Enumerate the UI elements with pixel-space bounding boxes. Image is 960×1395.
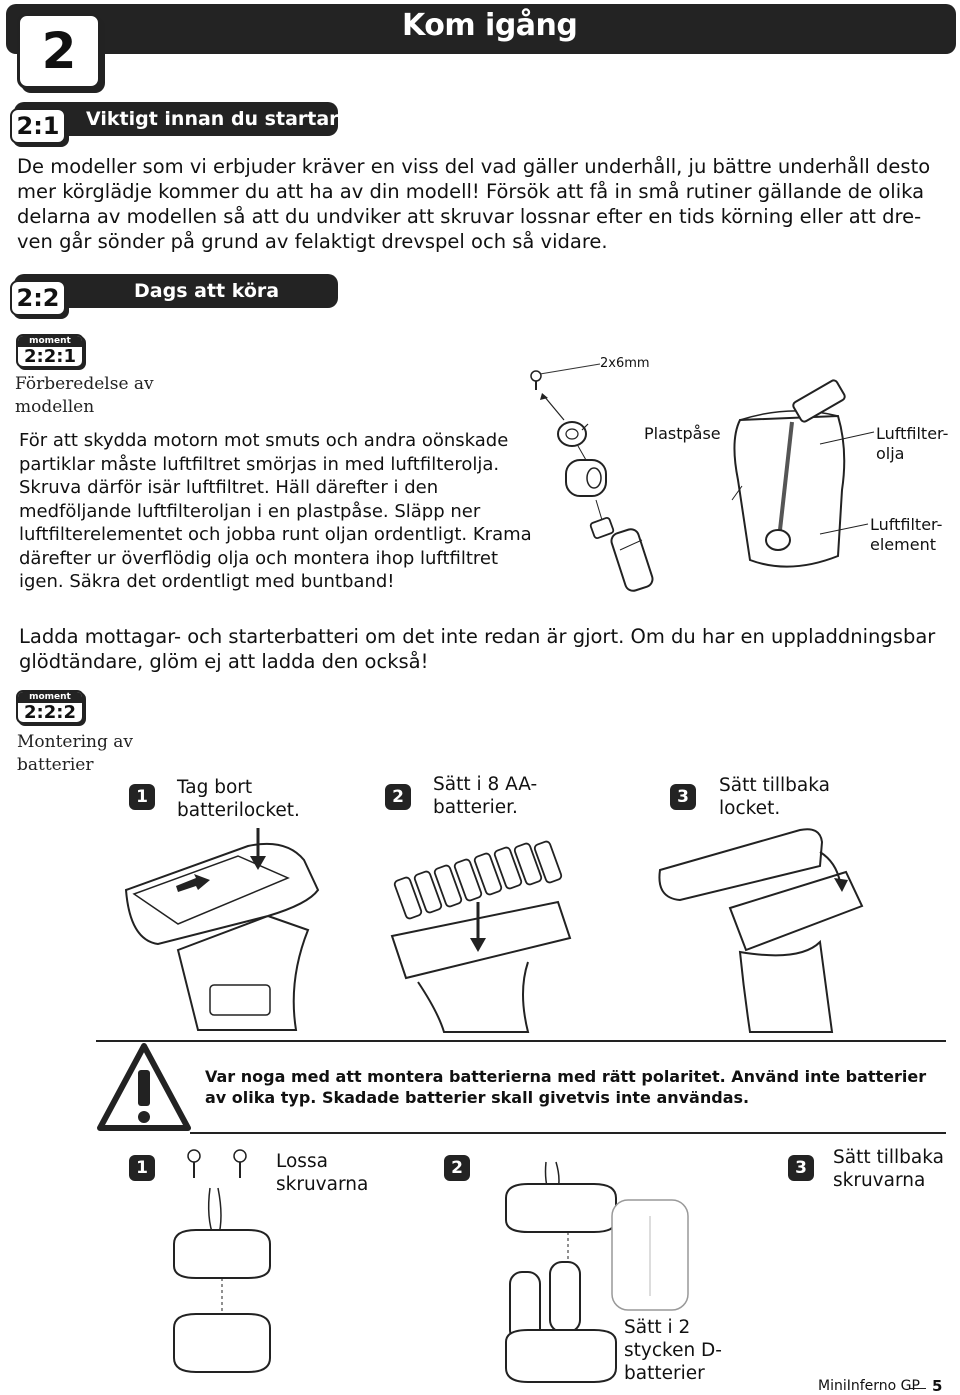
plastic-bag-label: Plastpåse <box>644 424 721 443</box>
step-1-text: Tag bort batterilocket. <box>177 776 300 822</box>
replace-battery-cover-illustration <box>658 828 864 1033</box>
warning-text: Var noga med att montera batterierna med… <box>205 1066 926 1108</box>
text-line: batterier <box>624 1363 705 1384</box>
text-line: batterilocket. <box>177 800 300 821</box>
d-battery-holder-open-illustration <box>173 1149 271 1373</box>
text-line: därefter ur överflödig olja och montera … <box>19 547 499 569</box>
text-line: skruvarna <box>276 1174 369 1195</box>
text-line: ven går sönder på grund av felaktigt dre… <box>17 230 608 253</box>
chapter-number: 2 <box>17 13 101 89</box>
text-line: mer körglädje kommer du att ha av din mo… <box>17 180 925 203</box>
section-2-1-number: 2:1 <box>10 108 66 144</box>
text-line: Sätt tillbaka <box>719 775 830 796</box>
text-line: av olika typ. Skadade batterier skall gi… <box>205 1088 750 1107</box>
label-line: Luftfilter- <box>870 515 943 534</box>
step-badge-2: 2 <box>385 784 411 810</box>
insert-aa-batteries-illustration <box>390 840 572 1033</box>
text-line: stycken D- <box>624 1340 722 1361</box>
label-line: element <box>870 535 936 554</box>
text-line: Sätt tillbaka <box>833 1147 944 1168</box>
text-line: skruvarna <box>833 1170 926 1191</box>
section-2-2-title: Dags att köra <box>134 280 280 302</box>
label-line: Förberedelse av <box>15 374 154 394</box>
label-line: Montering av <box>17 732 134 752</box>
moment-tag-2-2-1: moment 2:2:1 <box>16 334 84 368</box>
warning-divider-top <box>96 1040 946 1042</box>
d-battery-insert-illustration <box>505 1161 617 1383</box>
step-badge-1: 1 <box>129 784 155 810</box>
text-line: Sätt i 2 <box>624 1317 691 1338</box>
text-line: Skruva därför isär luftfiltret. Häll där… <box>19 477 439 498</box>
screw-size-label: 2x6mm <box>600 356 650 371</box>
section-2-1-bar <box>14 102 338 136</box>
air-filter-element-label: Luftfilter- element <box>870 515 942 555</box>
warning-divider-bottom <box>190 1132 946 1134</box>
footer-product-name: MiniInferno GP <box>818 1378 920 1394</box>
text-line: luftfilterelementet och jobba runt oljan… <box>19 524 532 545</box>
moment-2-2-1-text: För att skydda motorn mot smuts och andr… <box>19 429 559 594</box>
charge-batteries-text: Ladda mottagar- och starterbatteri om de… <box>19 624 949 674</box>
step-badge-3: 3 <box>670 784 696 810</box>
label-line: batterier <box>17 755 94 775</box>
air-filter-oil-label: Luftfilter- olja <box>876 424 948 464</box>
moment-tag-number: 2:2:1 <box>24 346 76 367</box>
remove-battery-cover-illustration <box>124 828 320 1031</box>
text-line: Tag bort <box>177 777 253 798</box>
text-line: Ladda mottagar- och starterbatteri om de… <box>19 625 936 648</box>
moment-tag-number: 2:2:2 <box>24 702 76 723</box>
step-2-text: Sätt i 8 AA- batterier. <box>433 773 537 819</box>
section-2-1-text: De modeller som vi erbjuder kräver en vi… <box>17 154 947 254</box>
text-line: Var noga med att montera batterierna med… <box>205 1067 927 1086</box>
plastic-bag-oil-illustration <box>731 379 846 568</box>
header-bar <box>6 4 956 54</box>
section-2-2-number: 2:2 <box>10 280 66 316</box>
text-line: De modeller som vi erbjuder kräver en vi… <box>17 155 931 178</box>
text-line: partiklar måste luftfiltret smörjas in m… <box>19 453 500 475</box>
text-line: medföljande luftfilteroljan i en plastpå… <box>19 500 481 522</box>
d-step-1-text: Lossa skruvarna <box>276 1150 368 1196</box>
page-title: Kom igång <box>402 8 578 43</box>
d-step-badge-2: 2 <box>444 1155 470 1181</box>
text-line: batterier. <box>433 797 518 818</box>
text-line: Sätt i 8 AA- <box>433 774 538 795</box>
footer-divider <box>910 1388 926 1389</box>
callout-lines <box>819 431 875 535</box>
d-step-3-text: Sätt tillbaka skruvarna <box>833 1146 944 1192</box>
text-line: locket. <box>719 798 781 819</box>
warning-triangle-icon <box>97 1043 191 1131</box>
text-line: glödtändare, glöm ej att ladda den också… <box>19 650 429 673</box>
footer-page-number: 5 <box>932 1377 943 1395</box>
d-battery-holder-closed-illustration <box>611 1199 689 1311</box>
text-line: igen. Säkra det ordentligt med buntband! <box>19 571 395 592</box>
text-line: För att skydda motorn mot smuts och andr… <box>19 430 509 451</box>
air-filter-exploded-illustration <box>530 363 654 592</box>
d-step-badge-3: 3 <box>788 1155 814 1181</box>
section-2-2-bar <box>14 274 338 308</box>
moment-2-2-2-label: Montering av batterier <box>17 731 133 777</box>
moment-2-2-1-label: Förberedelse av modellen <box>15 373 154 419</box>
label-line: modellen <box>15 397 95 417</box>
d-step-badge-1: 1 <box>129 1155 155 1181</box>
section-2-1-title: Viktigt innan du startar <box>86 108 339 130</box>
moment-tag-label: moment <box>18 336 82 347</box>
text-line: Lossa <box>276 1151 328 1172</box>
label-line: olja <box>876 444 905 463</box>
d-step-2-text: Sätt i 2 stycken D- batterier <box>624 1316 722 1385</box>
text-line: delarna av modellen så att du undviker a… <box>17 205 922 228</box>
moment-tag-2-2-2: moment 2:2:2 <box>16 690 84 724</box>
moment-tag-label: moment <box>18 692 82 703</box>
label-line: Luftfilter- <box>876 424 949 443</box>
step-3-text: Sätt tillbaka locket. <box>719 774 830 820</box>
